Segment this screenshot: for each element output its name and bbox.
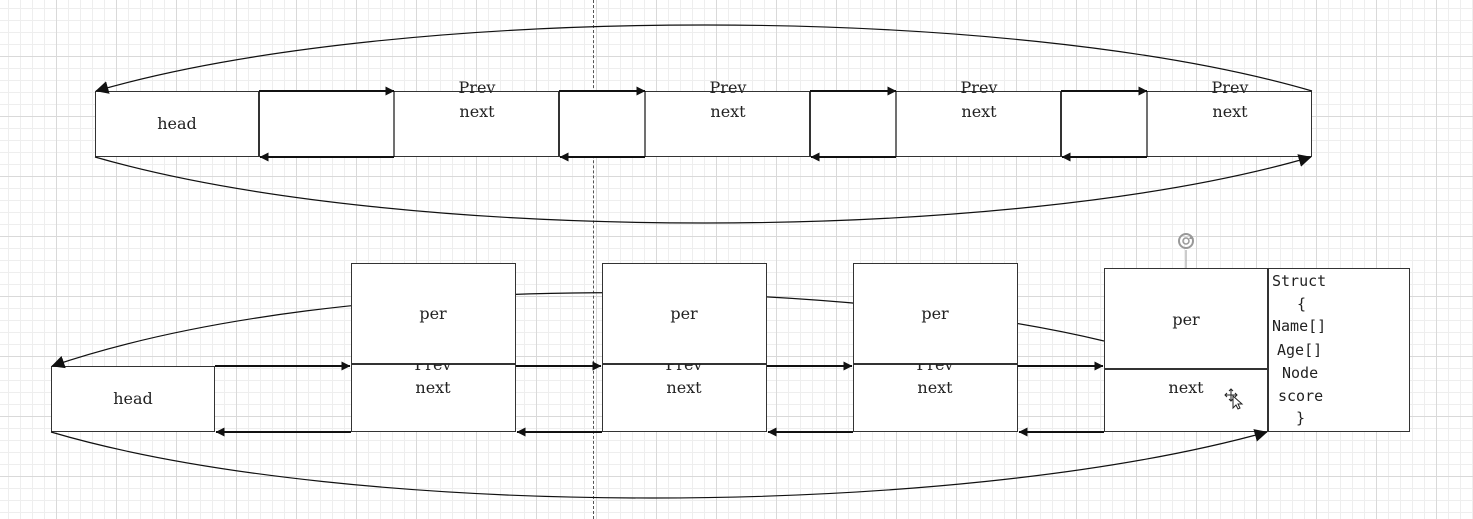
top-head-box[interactable]	[95, 91, 259, 157]
bottom-node-2-prev-clip: Prev	[603, 364, 766, 376]
top-node-1-next: next	[459, 102, 495, 121]
top-node-4-next: next	[1212, 102, 1248, 121]
bottom-node-2-per: per	[670, 304, 698, 323]
bottom-node-1-prev: Prev	[414, 364, 452, 374]
top-node-3[interactable]	[810, 91, 1061, 157]
bottom-node-3-prev-clip: Prev	[854, 364, 1017, 376]
bottom-arc-lower	[50, 429, 1268, 499]
top-node-3-prev: Prev	[960, 78, 998, 97]
struct-line-4: Age[]	[1277, 341, 1323, 359]
bottom-node-4-link-box[interactable]	[1104, 369, 1268, 432]
bottom-node-2-prev: Prev	[665, 364, 703, 374]
struct-definition-box[interactable]: Struct { Name[] Age[] Node score }	[1268, 268, 1410, 432]
bottom-node-3-per-box[interactable]	[853, 263, 1018, 364]
bottom-node-2-link-box[interactable]	[602, 364, 767, 432]
top-node-4[interactable]	[1061, 91, 1312, 157]
top-arc-lower	[94, 154, 1312, 224]
rotate-handle-icon[interactable]	[1176, 231, 1196, 251]
bottom-node-1-per: per	[419, 304, 447, 323]
struct-line-2: {	[1297, 295, 1307, 313]
bottom-node-3-prev: Prev	[916, 364, 954, 374]
top-node-4-prev: Prev	[1211, 78, 1249, 97]
bottom-node-1-next: next	[415, 378, 451, 397]
top-arc-upper	[95, 24, 1313, 94]
bottom-head-box[interactable]	[51, 366, 215, 432]
struct-line-5: Node	[1282, 364, 1319, 382]
bottom-node-1-prev-clip: Prev	[352, 364, 515, 376]
top-node-2-prev: Prev	[709, 78, 747, 97]
bottom-node-3-per: per	[921, 304, 949, 323]
top-node-2-next: next	[710, 102, 746, 121]
top-node-1[interactable]	[259, 91, 559, 157]
struct-line-7: }	[1296, 409, 1306, 427]
bottom-node-4-per: per	[1172, 310, 1200, 329]
bottom-node-4-next: next	[1168, 378, 1204, 397]
struct-line-3: Name[]	[1272, 317, 1327, 335]
bottom-node-1-link-box[interactable]	[351, 364, 516, 432]
bottom-node-2-next: next	[666, 378, 702, 397]
struct-line-1: Struct	[1272, 272, 1327, 290]
top-head-label: head	[157, 114, 197, 133]
bottom-node-3-next: next	[917, 378, 953, 397]
move-cursor-icon	[1224, 388, 1244, 410]
bottom-node-3-link-box[interactable]	[853, 364, 1018, 432]
top-node-3-next: next	[961, 102, 997, 121]
top-node-1-prev: Prev	[458, 78, 496, 97]
top-node-2[interactable]	[559, 91, 810, 157]
bottom-node-2-per-box[interactable]	[602, 263, 767, 364]
bottom-head-label: head	[113, 389, 153, 408]
struct-line-6: score	[1278, 387, 1324, 405]
bottom-node-1-per-box[interactable]	[351, 263, 516, 364]
vertical-guide-line	[593, 0, 594, 519]
bottom-node-4-per-box[interactable]	[1104, 268, 1268, 369]
